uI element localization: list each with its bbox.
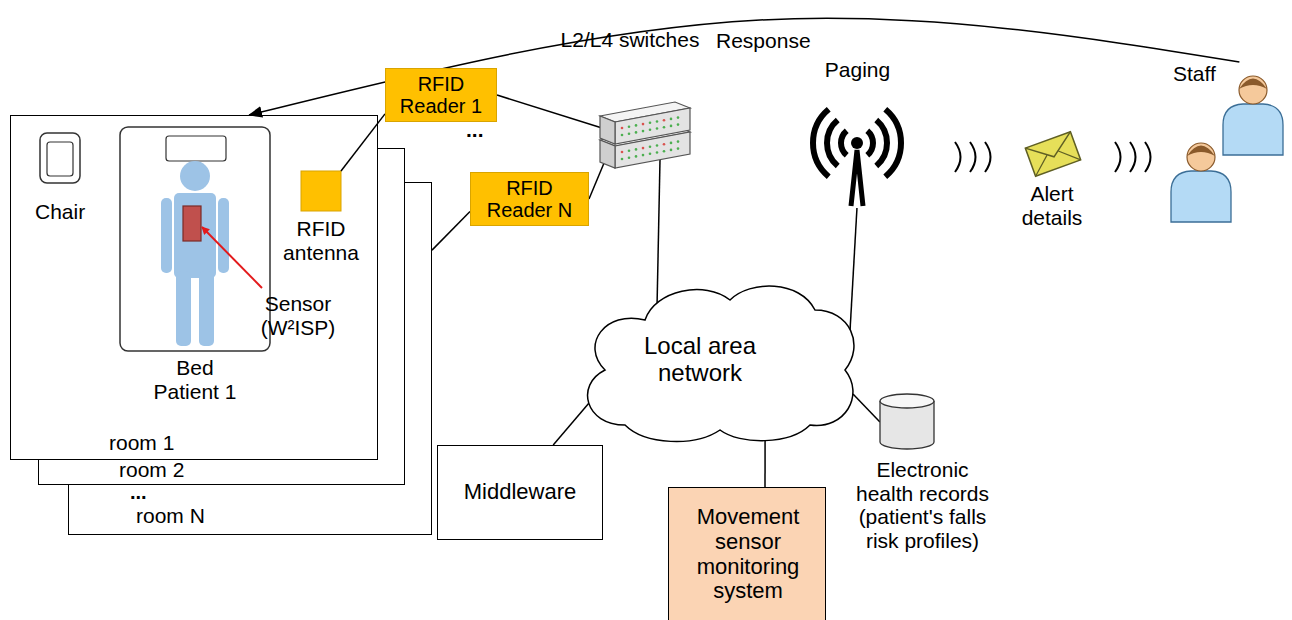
antenna-square [301, 171, 341, 211]
text-holder: Electronic health records (patient's fal… [845, 458, 1000, 552]
text-holder: Local area network [615, 275, 785, 445]
sensor-device [183, 206, 201, 241]
ellipsis-mark: ... [466, 118, 484, 142]
text-holder: RFID antenna [281, 217, 361, 264]
item-label: Chair [35, 200, 85, 224]
room-box: room 1 Bed Patient 1 RFID antenna [10, 115, 378, 460]
database: Electronic health records (patient's fal… [815, 392, 1030, 592]
connector [432, 211, 470, 250]
ellipsis-mark: ... [130, 484, 147, 500]
network-cloud: Local area network [565, 275, 865, 445]
node-text: RFID Reader N [475, 177, 584, 222]
bed: Bed Patient 1 [119, 126, 271, 411]
bed-outline [120, 127, 270, 351]
node-text: room N [136, 504, 205, 528]
text-holder: room 1 [109, 431, 174, 455]
staff-group: Staff [1165, 62, 1289, 230]
connector [850, 208, 857, 331]
patient-figure [161, 161, 229, 346]
node-shape [1165, 62, 1289, 230]
node-text: Bed Patient 1 [145, 356, 245, 403]
node-text: RFID antenna [281, 217, 361, 264]
text-holder: RFID Reader 1 [386, 69, 496, 121]
radio-waves [955, 142, 1151, 172]
node-text: L2/L4 switches [550, 28, 710, 52]
text-holder: room N [136, 504, 205, 528]
connector [853, 394, 880, 422]
process-box: Movement sensor monitoring system [668, 487, 826, 620]
network-switch: L2/L4 switches [550, 28, 710, 178]
node-text: RFID Reader 1 [390, 73, 492, 118]
node-text: Middleware [464, 480, 577, 505]
person-icon [1171, 143, 1231, 222]
connector [764, 440, 766, 487]
node-text: room 1 [109, 431, 174, 455]
text-holder: room 2 [119, 458, 184, 482]
connector [497, 95, 602, 128]
item-label: Alert details [1010, 182, 1094, 229]
sensor-label: Sensor (W²ISP) [248, 292, 348, 339]
text-holder: Staff [1173, 62, 1216, 86]
node-text: Movement sensor monitoring system [678, 505, 818, 604]
rfid-reader: RFID Reader N [470, 172, 589, 226]
text-holder: Paging [790, 58, 925, 82]
rfid-antenna: RFID antenna [281, 171, 361, 276]
node-text: Paging [790, 58, 925, 82]
paging-system: Paging [790, 58, 925, 210]
rfid-reader: RFID Reader 1 [385, 68, 497, 122]
envelope-icon [1025, 132, 1080, 177]
switch-unit [600, 102, 690, 144]
text-holder: Movement sensor monitoring system [678, 488, 818, 620]
database-cylinder [880, 394, 934, 449]
connector [553, 403, 589, 445]
connector [657, 160, 660, 303]
edge-label: Response [712, 29, 815, 53]
text-holder: Middleware [438, 446, 602, 539]
pillow [166, 136, 226, 161]
node-text: Electronic health records (patient's fal… [845, 458, 1000, 552]
text-holder: L2/L4 switches [550, 28, 710, 52]
process-box: Middleware [437, 445, 603, 540]
person-icon [1223, 76, 1283, 155]
node-text: Staff [1173, 62, 1216, 86]
text-holder: RFID Reader N [471, 173, 588, 225]
cloud-outline [588, 286, 854, 441]
node-text: Local area network [615, 333, 785, 387]
text-holder: Bed Patient 1 [145, 356, 245, 403]
paging-antenna-icon [813, 109, 901, 206]
node-text: room 2 [119, 458, 184, 482]
